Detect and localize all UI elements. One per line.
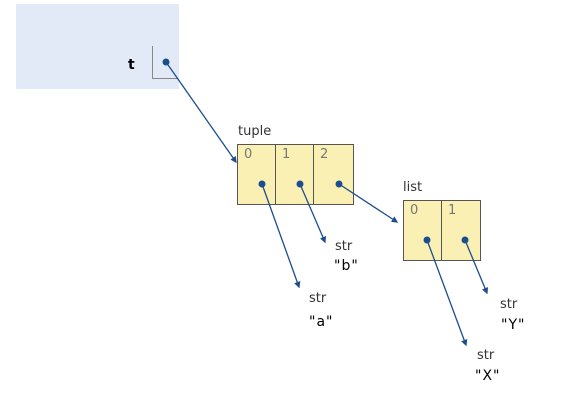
tuple-type-label: tuple [238, 124, 272, 139]
variable-name-t: t [128, 57, 135, 73]
str-a-value: "a" [309, 314, 334, 330]
global-frame [16, 4, 179, 89]
tuple-object: 0 1 2 [237, 144, 354, 205]
list-cell-1: 1 [442, 201, 480, 260]
arrow-t-to-tuple [165, 61, 237, 164]
arrow-list0-to-x [426, 239, 468, 347]
pointer-dot-tuple-0 [258, 180, 266, 188]
tuple-cell-2: 2 [314, 145, 353, 204]
arrow-list1-to-y [464, 239, 489, 295]
list-type-label: list [403, 180, 423, 195]
str-b-value: "b" [334, 258, 359, 274]
str-x-type-label: str [477, 348, 495, 363]
str-y-value: "Y" [501, 317, 526, 333]
list-index-1: 1 [448, 203, 457, 218]
list-object: 0 1 [403, 200, 481, 261]
pointer-dot-tuple-1 [296, 180, 304, 188]
tuple-cell-1: 1 [276, 145, 314, 204]
pointer-dot-list-1 [461, 236, 469, 244]
pointer-dot-list-0 [423, 236, 431, 244]
str-y-type-label: str [500, 297, 518, 312]
pointer-dot-t [162, 58, 170, 66]
arrow-tuple0-to-a [261, 183, 301, 289]
tuple-index-1: 1 [282, 147, 291, 162]
str-x-value: "X" [475, 368, 501, 384]
variable-value-cell [152, 46, 178, 79]
pointer-dot-tuple-2 [335, 180, 343, 188]
arrow-tuple2-to-list [338, 183, 399, 223]
tuple-cell-0: 0 [238, 145, 276, 204]
arrow-tuple1-to-b [299, 183, 326, 244]
str-b-type-label: str [335, 239, 353, 254]
list-cell-0: 0 [404, 201, 442, 260]
list-index-0: 0 [410, 203, 419, 218]
str-a-type-label: str [309, 291, 327, 306]
tuple-index-2: 2 [320, 147, 329, 162]
tuple-index-0: 0 [244, 147, 253, 162]
